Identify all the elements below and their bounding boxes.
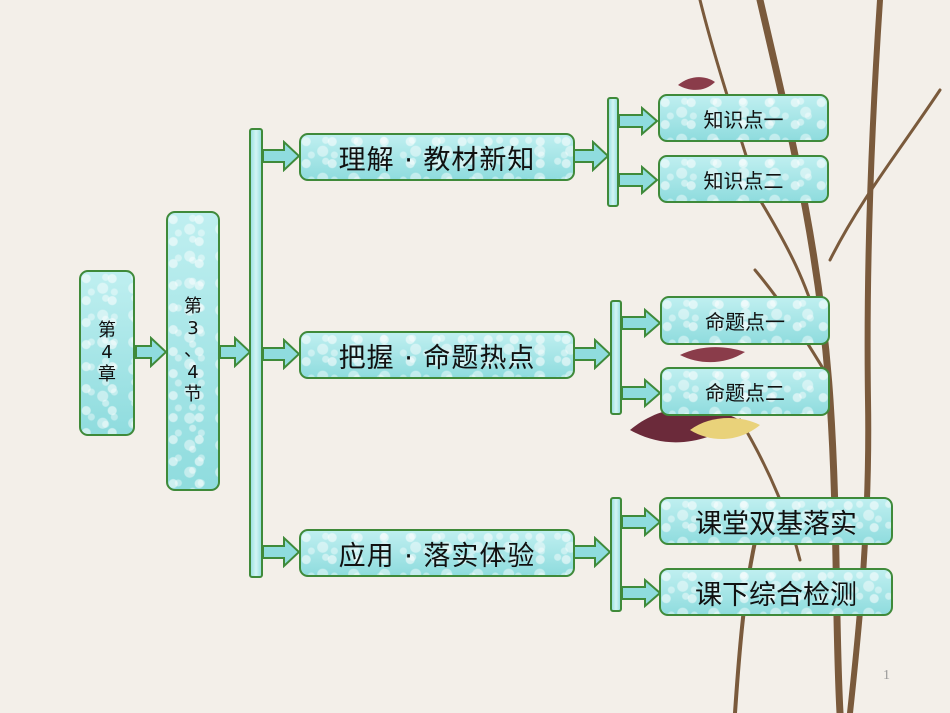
- branch-label: 理解 · 教材新知: [338, 144, 536, 176]
- arrow-to-branch-3: [262, 536, 300, 568]
- branch-box-master: 把握 · 命题热点: [299, 331, 575, 379]
- branch-box-apply: 应用 · 落实体验: [299, 529, 575, 577]
- chapter-char: 4: [101, 342, 113, 363]
- section-char: 4: [187, 362, 199, 383]
- arrow-to-leaf-1-1: [618, 106, 658, 136]
- arrow-branch-2-out: [573, 338, 611, 370]
- arrow-chapter-to-section: [135, 336, 167, 368]
- leaf-class-practice: 课堂双基落实: [659, 497, 893, 545]
- leaf-knowledge-point-1: 知识点一: [658, 94, 829, 142]
- section-char: 第: [184, 296, 202, 317]
- branch-box-understand: 理解 · 教材新知: [299, 133, 575, 181]
- branch-connector-bar-2: [610, 300, 622, 415]
- leaf-label: 知识点二: [703, 168, 784, 193]
- branch-connector-bar-3: [610, 497, 622, 612]
- section-box: 第 3 、 4 节: [166, 211, 220, 491]
- leaf-label: 命题点二: [705, 381, 785, 405]
- chapter-char: 第: [98, 320, 116, 341]
- leaf-label: 课堂双基落实: [695, 508, 857, 540]
- arrow-to-leaf-2-2: [621, 378, 661, 408]
- arrow-to-branch-2: [262, 338, 300, 370]
- leaf-label: 课下综合检测: [695, 579, 857, 611]
- arrow-section-to-bar: [219, 336, 251, 368]
- arrow-branch-1-out: [573, 140, 609, 172]
- arrow-branch-3-out: [573, 536, 611, 568]
- leaf-proposition-point-1: 命题点一: [660, 296, 830, 345]
- branch-label: 把握 · 命题热点: [338, 342, 536, 374]
- page-number: 1: [883, 668, 890, 683]
- arrow-to-leaf-3-2: [621, 578, 661, 608]
- branch-connector-bar-1: [607, 97, 619, 207]
- chapter-char: 章: [98, 364, 116, 385]
- leaf-label: 知识点一: [703, 107, 784, 132]
- arrow-to-leaf-1-2: [618, 165, 658, 195]
- chapter-box: 第 4 章: [79, 270, 135, 436]
- arrow-to-leaf-3-1: [621, 507, 661, 537]
- leaf-proposition-point-2: 命题点二: [660, 367, 830, 416]
- branch-label: 应用 · 落实体验: [338, 540, 536, 572]
- arrow-to-branch-1: [262, 140, 300, 172]
- section-char: 3: [187, 318, 199, 339]
- leaf-knowledge-point-2: 知识点二: [658, 155, 829, 203]
- arrow-to-leaf-2-1: [621, 308, 661, 338]
- leaf-label: 命题点一: [705, 310, 785, 334]
- main-connector-bar: [249, 128, 263, 578]
- section-char: 、: [184, 340, 202, 361]
- section-char: 节: [184, 384, 202, 405]
- leaf-after-class-test: 课下综合检测: [659, 568, 893, 616]
